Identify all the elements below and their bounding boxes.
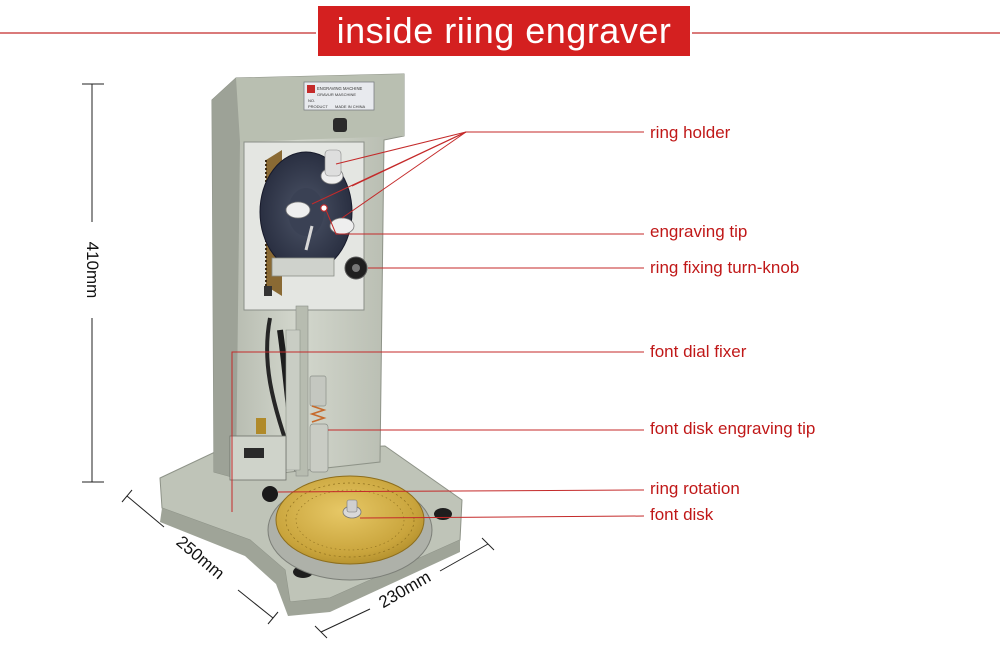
callout-engraving-tip: engraving tip xyxy=(650,222,748,241)
pantograph-arm xyxy=(285,329,301,471)
spring-tower xyxy=(309,375,327,407)
name-plate-line1: ENGRAVING MACHINE xyxy=(317,86,362,91)
callout-font-disk-engraving-tip: font disk engraving tip xyxy=(650,419,816,438)
callout-ring-rotation: ring rotation xyxy=(650,479,740,498)
ring-rotation-knob xyxy=(262,486,278,502)
callout-ring-fixing-turn-knob: ring fixing turn-knob xyxy=(650,258,800,277)
callout-font-disk: font disk xyxy=(650,505,714,524)
name-plate-line4: PRODUCT xyxy=(308,104,328,109)
name-plate xyxy=(303,81,375,111)
title-banner: inside riing engraver xyxy=(318,6,690,56)
name-plate-line2: GRAVUR MASCHINE xyxy=(317,92,356,97)
header-rules xyxy=(0,32,1000,34)
callout-ring-holder: ring holder xyxy=(650,123,731,142)
engraving-tip-point xyxy=(320,204,328,212)
top-knob xyxy=(333,118,347,132)
callout-font-dial-fixer: font dial fixer xyxy=(650,342,747,361)
name-plate-line3: NO. xyxy=(308,98,315,103)
name-plate-line5: MADE IN CHINA xyxy=(335,104,366,109)
ring-jaw xyxy=(285,201,311,219)
height-dimension-label: 410mm xyxy=(83,241,102,299)
